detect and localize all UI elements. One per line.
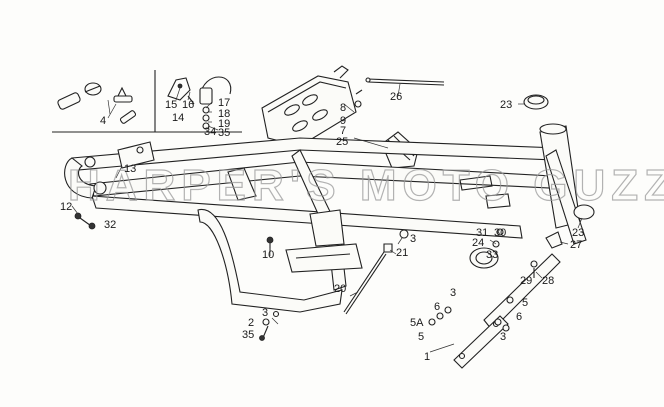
rod-26 bbox=[365, 77, 445, 86]
part-label-5-right: 5 bbox=[522, 297, 528, 309]
part-label-10: 10 bbox=[262, 249, 274, 261]
part-label-5-left: 5 bbox=[418, 331, 424, 343]
part-label-14: 14 bbox=[172, 112, 184, 124]
part-label-24: 24 bbox=[472, 237, 484, 249]
part-label-7: 7 bbox=[340, 125, 346, 137]
part-label-16: 16 bbox=[182, 99, 194, 111]
part-label-34: 34 bbox=[204, 126, 216, 138]
part-labels: 4 15 16 14 17 18 19 34 35 8 9 7 25 26 23… bbox=[60, 91, 584, 363]
part-label-5a: 5A bbox=[410, 317, 424, 329]
lower-rail-right bbox=[453, 253, 561, 369]
part-label-3-bottom: 3 bbox=[262, 307, 268, 319]
inset-parts-group bbox=[52, 70, 242, 133]
part-label-21: 21 bbox=[396, 247, 408, 259]
cap-23-top bbox=[523, 94, 549, 110]
battery-tray bbox=[261, 65, 363, 147]
part-label-31: 31 bbox=[476, 227, 488, 239]
part-label-4: 4 bbox=[100, 115, 106, 127]
part-label-2: 2 bbox=[248, 317, 254, 329]
part-label-35-lower: 35 bbox=[242, 329, 254, 341]
part-label-3-right: 3 bbox=[500, 331, 506, 343]
part-label-23-right: 23 bbox=[572, 227, 584, 239]
part-label-33: 33 bbox=[486, 249, 498, 261]
part-label-26: 26 bbox=[390, 91, 402, 103]
part-label-20: 20 bbox=[334, 283, 346, 295]
part-label-15: 15 bbox=[165, 99, 177, 111]
part-label-8: 8 bbox=[340, 102, 346, 114]
part-label-6-right: 6 bbox=[516, 311, 522, 323]
part-label-35-upper: 35 bbox=[218, 127, 230, 139]
part-label-1: 1 bbox=[424, 351, 430, 363]
part-label-25: 25 bbox=[336, 136, 348, 148]
part-label-3-left: 3 bbox=[450, 287, 456, 299]
part-label-19: 19 bbox=[218, 118, 230, 130]
part-label-28: 28 bbox=[542, 275, 554, 287]
steering-lock-part bbox=[167, 76, 232, 130]
part-label-27: 27 bbox=[570, 239, 582, 251]
main-frame bbox=[64, 123, 587, 313]
part-label-3-mid: 3 bbox=[410, 233, 416, 245]
part-label-32: 32 bbox=[104, 219, 116, 231]
part-label-13: 13 bbox=[124, 163, 136, 175]
ignition-switch-part bbox=[57, 82, 137, 124]
part-label-23-top: 23 bbox=[500, 99, 512, 111]
part-label-29: 29 bbox=[520, 275, 532, 287]
hardware-parts bbox=[74, 204, 595, 341]
part-label-9: 9 bbox=[340, 115, 346, 127]
watermark-text: HARPER'S MOTO GUZZI © bbox=[68, 161, 664, 210]
part-label-30: 30 bbox=[494, 227, 506, 239]
part-label-17: 17 bbox=[218, 97, 230, 109]
leader-lines bbox=[71, 83, 583, 353]
part-label-12: 12 bbox=[60, 201, 72, 213]
part-label-18: 18 bbox=[218, 108, 230, 120]
part-label-6-left: 6 bbox=[434, 301, 440, 313]
